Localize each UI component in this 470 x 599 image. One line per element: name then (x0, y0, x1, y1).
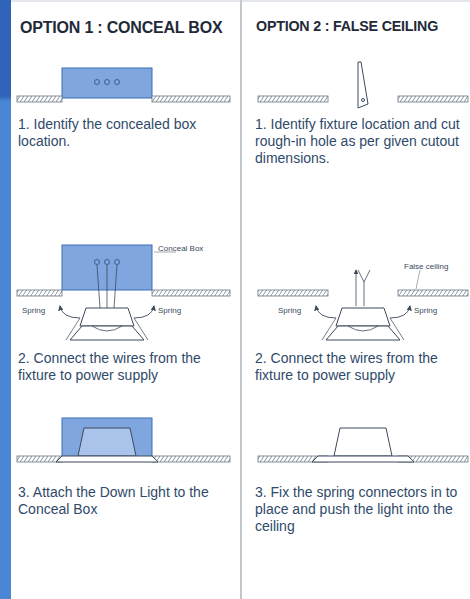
part-label: Spring (158, 306, 198, 316)
side-strip (0, 0, 11, 599)
part-label: Conceal Box (158, 244, 228, 254)
part-label: Spring (22, 306, 62, 316)
step-text: 3. Attach the Down Light to the Conceal … (18, 484, 233, 518)
step-text: 2. Connect the wires from the fixture to… (255, 350, 465, 384)
step-text: 3. Fix the spring connectors in to place… (255, 484, 465, 534)
step-text: 1. Identify fixture location and cut rou… (255, 116, 465, 166)
step-text: 2. Connect the wires from the fixture to… (18, 350, 233, 384)
column-heading: OPTION 2 : FALSE CEILING (256, 18, 468, 35)
part-label: Spring (414, 306, 454, 316)
step-text: 1. Identify the concealed box location. (18, 116, 233, 150)
part-label: False ceiling (404, 262, 466, 272)
column-divider (240, 0, 241, 599)
part-label: Spring (278, 306, 318, 316)
column-heading: OPTION 1 : CONCEAL BOX (20, 18, 238, 37)
